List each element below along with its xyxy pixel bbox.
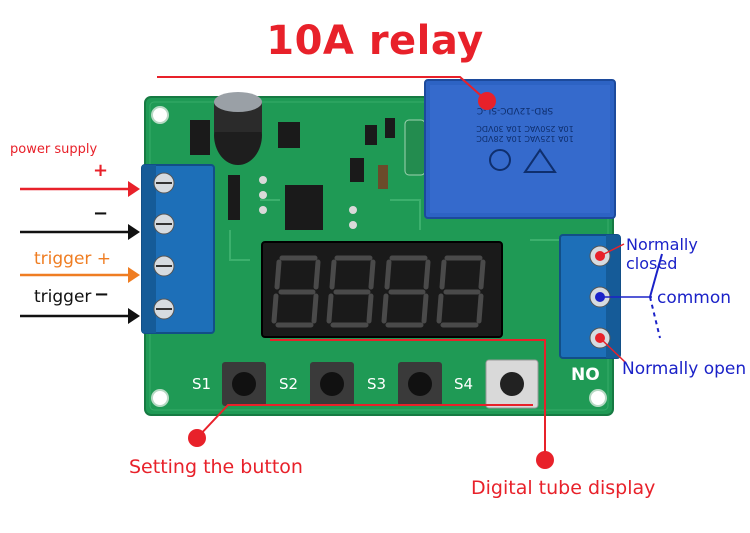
normally-open-label: Normally open <box>622 359 747 379</box>
power-supply-label: power supply <box>10 142 98 157</box>
button-s1[interactable] <box>222 362 266 406</box>
relay-leader-line <box>157 76 488 102</box>
setting-leader-line <box>196 404 533 439</box>
nc-marker <box>595 251 605 261</box>
button-label-s3: S3 <box>367 375 386 393</box>
switch-symbol <box>649 253 663 339</box>
button-label-s4: S4 <box>454 375 473 393</box>
mount-hole <box>151 389 169 407</box>
trigger-plus-label: trigger + <box>34 249 112 269</box>
transistor-icon <box>278 122 300 148</box>
display-callout-dot <box>536 451 554 469</box>
button-s4[interactable] <box>485 359 539 409</box>
relay-callout-dot <box>478 92 496 110</box>
setting-button-label: Setting the button <box>129 456 303 478</box>
relay-marking-3: 10A 125VAC 10A 28VDC <box>476 134 574 143</box>
relay-icon: SRD-12VDC-SL-C 10A 250VAC 10A 30VDC 10A … <box>424 79 616 219</box>
relay-marking-1: SRD-12VDC-SL-C <box>477 105 553 115</box>
capacitor-icon <box>214 92 262 165</box>
button-label-s2: S2 <box>279 375 298 393</box>
trigger-minus-sign: − <box>94 284 110 305</box>
no-marking: NO <box>571 365 600 385</box>
display-leader-line <box>270 339 546 460</box>
digital-tube-label: Digital tube display <box>471 477 656 499</box>
diode-icon <box>190 120 210 155</box>
normally-closed-label: Normally closed <box>626 235 698 273</box>
page-title: 10A relay <box>266 18 484 64</box>
power-plus-sign: + <box>93 160 109 181</box>
mount-hole <box>151 106 169 124</box>
mount-hole <box>589 389 607 407</box>
trigger-minus-label: trigger <box>34 287 92 307</box>
power-minus-sign: − <box>93 203 109 224</box>
button-label-s1: S1 <box>192 375 211 393</box>
relay-marking-2: 10A 250VAC 10A 30VDC <box>476 124 574 133</box>
common-label: common <box>657 288 732 308</box>
digital-tube-display <box>261 241 503 338</box>
ic-chip-icon <box>285 185 323 230</box>
no-leader-line <box>599 337 626 363</box>
button-s3[interactable] <box>398 362 442 406</box>
button-s2[interactable] <box>310 362 354 406</box>
nc-leader-line <box>599 243 625 257</box>
input-terminal-block <box>141 164 215 334</box>
setting-callout-dot <box>188 429 206 447</box>
